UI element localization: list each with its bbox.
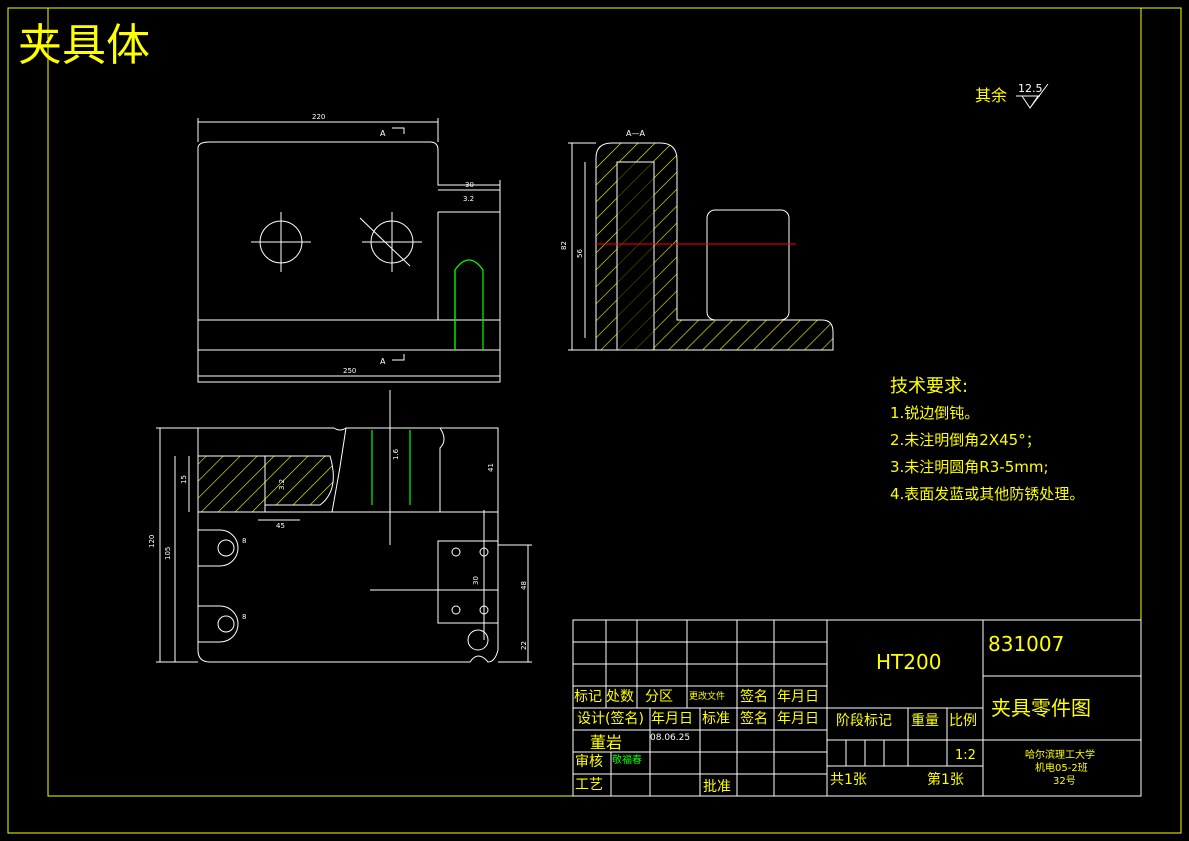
inner-border [47, 7, 1142, 797]
dim-bottom-depth: 15 [180, 475, 188, 484]
dim-hole-r2: 8 [242, 613, 246, 621]
surface-finish-note: 其余 12.5 [975, 82, 1049, 109]
col-count: 处数 [606, 689, 634, 705]
dim-plate-height: 48 [520, 581, 528, 590]
design-sign: (签名) [605, 710, 644, 727]
standard-date: 年月日 [777, 711, 819, 727]
section-view: 82 56 [560, 142, 834, 351]
design-date: 年月日 [651, 711, 693, 727]
design-label: 设计 [577, 711, 605, 727]
standard-sign: 签名 [740, 710, 768, 727]
material: HT200 [876, 650, 941, 674]
title-block [572, 619, 1142, 797]
dim-front-right: 30 [465, 181, 474, 189]
dim-front-lower: 250 [343, 367, 356, 375]
tech-requirements: 技术要求: 1.锐边倒钝。 2.未注明倒角2X45°； 3.未注明圆角R3-5m… [890, 376, 1084, 503]
dim-slot-width: 45 [276, 522, 285, 530]
dim-roughness-small: 3.2 [278, 479, 286, 490]
drawing-no: 831007 [988, 632, 1064, 656]
dim-section-inner: 56 [576, 249, 584, 258]
drawing-name: 夹具零件图 [991, 696, 1091, 720]
col-doc: 更改文件 [689, 690, 725, 702]
designer-name: 董岩 [590, 733, 622, 752]
stage-mark-label: 阶段标记 [836, 713, 892, 729]
class-name: 机电05-2班 [1035, 761, 1088, 774]
section-mark-bottom: A [380, 357, 386, 366]
section-mark-top: A [380, 129, 386, 138]
front-view-labels: 220 250 30 3.2 A A [312, 113, 474, 375]
process-label: 工艺 [575, 777, 603, 793]
review-label: 审核 [575, 754, 603, 770]
tech-item-2: 2.未注明倒角2X45°； [890, 431, 1041, 449]
sheets-total: 共1张 [830, 772, 867, 788]
title-block-text: HT200 831007 夹具零件图 标记 处数 分区 更改文件 签名 年月日 … [574, 632, 1095, 795]
reviewer-name: 敬福春 [612, 753, 642, 766]
dim-roughness-small2: 1.6 [392, 448, 400, 460]
bottom-view: 120 105 15 41 45 8 8 48 30 22 3.2 1.6 [148, 390, 532, 663]
dim-plate-pitch: 30 [472, 576, 480, 585]
surface-finish-value: 12.5 [1018, 82, 1043, 95]
col-sign: 签名 [740, 688, 768, 705]
standard-label: 标准 [702, 711, 730, 727]
tech-item-3: 3.未注明圆角R3-5mm; [890, 458, 1049, 476]
roughness-symbol-icon [1016, 83, 1049, 109]
approve-label: 批准 [703, 779, 731, 795]
dim-hole-r1: 8 [242, 537, 246, 545]
drawing-title: 夹具体 [18, 20, 150, 71]
design-date-value: 08.06.25 [650, 733, 690, 743]
dim-front-width: 220 [312, 113, 325, 121]
col-date: 年月日 [777, 689, 819, 705]
front-view-slot [454, 259, 484, 350]
section-label: A—A [626, 129, 645, 138]
dim-bottom-outer: 120 [148, 535, 156, 548]
weight-label: 重量 [911, 713, 939, 729]
tech-heading: 技术要求: [890, 376, 968, 397]
dim-bottom-inner: 105 [164, 547, 172, 560]
scale-value: 1:2 [955, 748, 976, 763]
school-name: 哈尔滨理工大学 [1025, 748, 1095, 761]
sheet-no: 第1张 [927, 771, 964, 788]
scale-label: 比例 [949, 713, 977, 729]
tech-item-4: 4.表面发蓝或其他防锈处理。 [890, 485, 1084, 503]
col-zone: 分区 [645, 689, 673, 705]
student-number: 32号 [1053, 775, 1076, 787]
dim-bottom-right: 41 [487, 463, 495, 472]
dim-front-roughness: 3.2 [463, 195, 474, 203]
tech-item-1: 1.锐边倒钝。 [890, 404, 979, 422]
surface-finish-label: 其余 [975, 86, 1007, 105]
dim-section-outer: 82 [560, 241, 568, 250]
dim-plate-offset: 22 [520, 641, 528, 650]
front-view [197, 118, 501, 383]
col-mark: 标记 [574, 689, 602, 705]
